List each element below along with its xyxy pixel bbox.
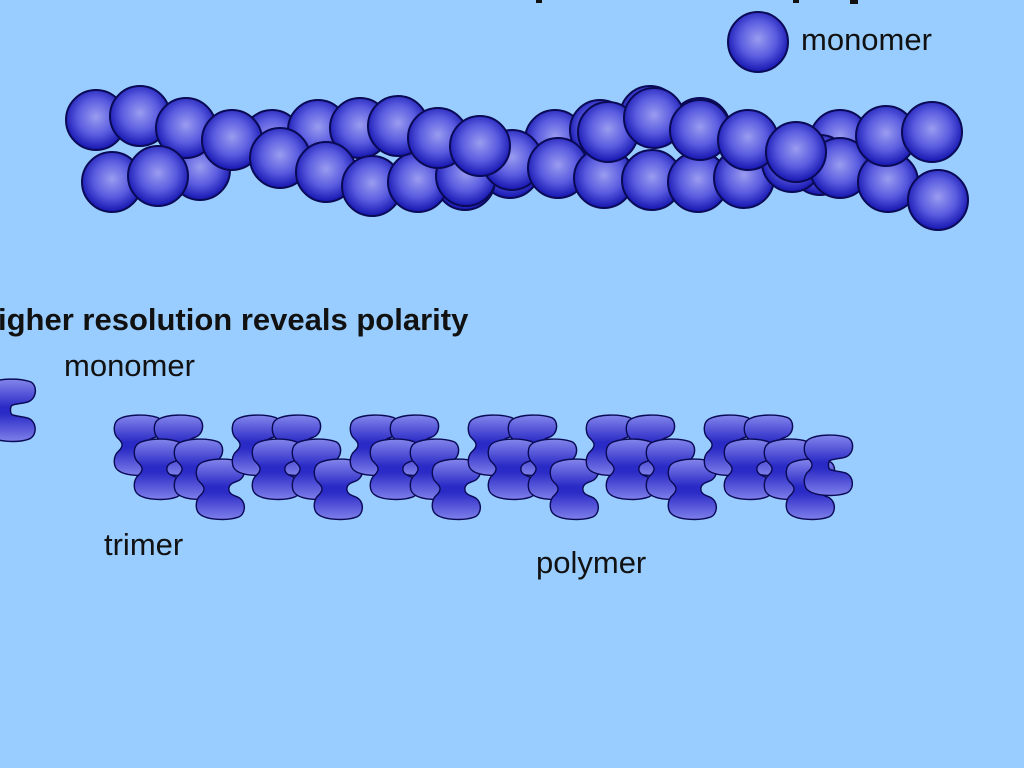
resolution-heading: igher resolution reveals polarity — [0, 302, 469, 337]
polymer-label: polymer — [536, 545, 647, 580]
filament-monomer-sphere — [901, 101, 963, 163]
bottom-monomer-label: monomer — [64, 348, 195, 383]
polarized-filament — [113, 414, 854, 521]
filament-monomer-sphere — [907, 169, 969, 231]
polymer-subunit — [803, 434, 854, 497]
cropped-title-fragment — [536, 0, 858, 4]
top-monomer-label: monomer — [801, 22, 932, 57]
trimer-label: trimer — [104, 527, 184, 562]
filament-monomer-sphere — [127, 145, 189, 207]
filament-monomer-sphere — [765, 121, 827, 183]
filament-monomer-sphere — [449, 115, 511, 177]
lone-subunit-monomer — [0, 378, 37, 443]
free-monomer-sphere — [727, 11, 789, 73]
sphere-filament — [65, 85, 969, 231]
